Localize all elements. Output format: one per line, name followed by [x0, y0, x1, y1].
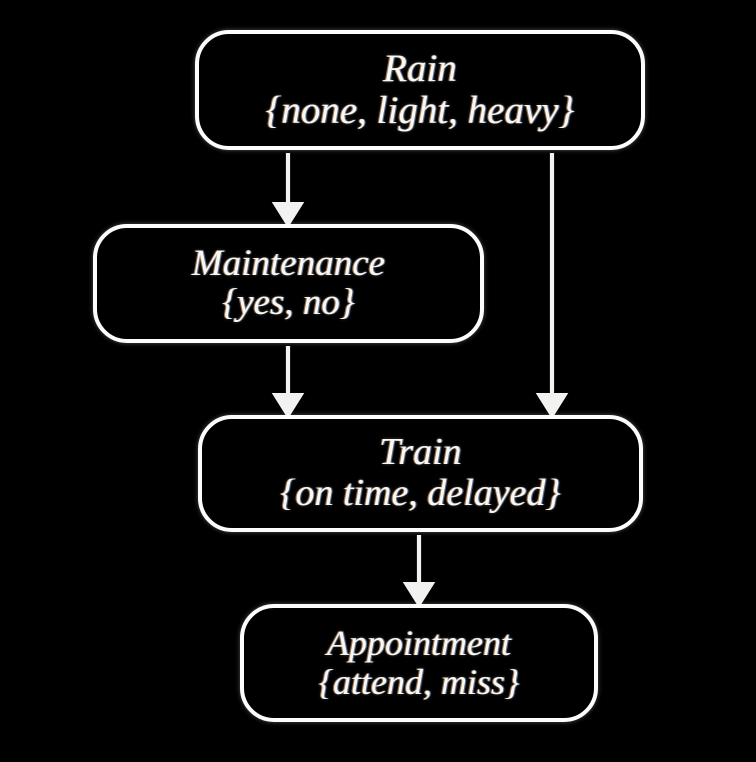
node-rain-states: {none, light, heavy}	[265, 88, 575, 132]
node-train-states: {on time, delayed}	[280, 472, 561, 514]
node-maintenance[interactable]: Maintenance {yes, no}	[93, 224, 484, 343]
node-train-title: Train	[379, 431, 462, 474]
node-maintenance-title: Maintenance	[191, 242, 386, 284]
node-appointment-states: {attend, miss}	[318, 661, 520, 702]
node-appointment-title: Appointment	[327, 623, 511, 664]
node-appointment[interactable]: Appointment {attend, miss}	[240, 604, 598, 722]
node-maintenance-states: {yes, no}	[222, 282, 355, 323]
node-rain-title: Rain	[383, 46, 457, 90]
node-train[interactable]: Train {on time, delayed}	[198, 415, 643, 532]
node-rain[interactable]: Rain {none, light, heavy}	[195, 30, 645, 150]
